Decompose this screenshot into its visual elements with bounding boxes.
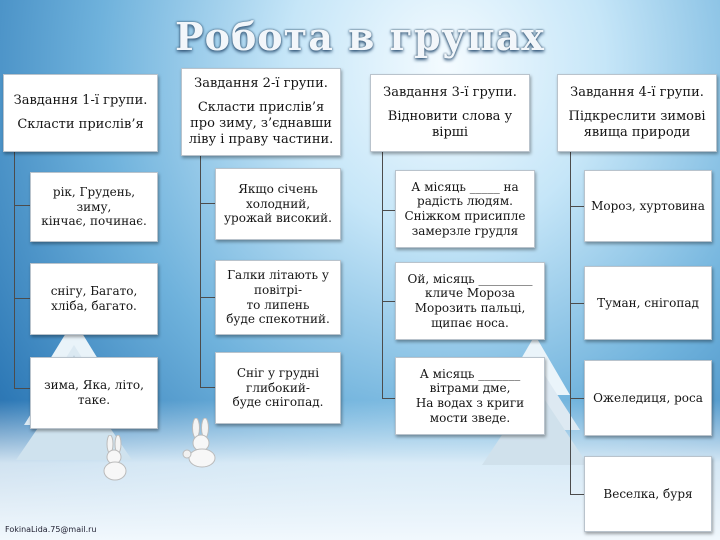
group4-header-card: Завдання 4-ї групи. Підкреслити зимові я…	[557, 74, 717, 152]
group1-heading: Завдання 1-ї групи.	[13, 93, 148, 109]
group1-card-3: зима, Яка, літо, таке.	[30, 357, 158, 429]
bunny-right-icon	[182, 418, 216, 468]
group2-header-card: Завдання 2-ї групи. Скласти прислів’я пр…	[181, 68, 341, 156]
group2-card-2: Галки літають у повітрі- то липень буде …	[215, 260, 341, 335]
group4-card-2: Туман, снігопад	[584, 266, 712, 340]
group2-heading: Завдання 2-ї групи.	[194, 76, 328, 92]
group3-heading: Завдання 3-ї групи.	[383, 85, 517, 101]
page-title: Робота в групах	[175, 14, 545, 59]
group3-header-card: Завдання 3-ї групи. Відновити слова у ві…	[370, 74, 530, 152]
group1-task: Скласти прислів’я	[17, 117, 144, 132]
connector-group3	[382, 150, 383, 398]
group3-card-2: Ой, місяць _________ кличе Мороза Морози…	[395, 262, 545, 340]
group4-card-4: Веселка, буря	[584, 456, 712, 532]
author-email: FokinaLida.75@mail.ru	[5, 525, 97, 534]
bunny-left-icon	[103, 435, 127, 481]
connector-group2	[200, 155, 201, 387]
group1-card-1: рік, Грудень, зиму, кінчає, починає.	[30, 172, 158, 242]
group4-heading: Завдання 4-ї групи.	[570, 85, 704, 101]
connector-group4	[570, 150, 571, 494]
group2-card-3: Сніг у грудні глибокий- буде снігопад.	[215, 352, 341, 424]
connector-group1	[14, 150, 15, 388]
group1-card-2: снігу, Багато, хліба, багато.	[30, 263, 158, 335]
group3-card-3: А місяць _______ вітрами дме, На водах з…	[395, 357, 545, 435]
group2-card-1: Якщо січень холодний, урожай високий.	[215, 168, 341, 240]
group4-card-1: Мороз, хуртовина	[584, 170, 712, 242]
group1-header-card: Завдання 1-ї групи. Скласти прислів’я	[3, 74, 158, 152]
group3-card-1: А місяць _____ на радість людям. Сніжком…	[395, 170, 535, 248]
group4-card-3: Ожеледиця, роса	[584, 360, 712, 436]
